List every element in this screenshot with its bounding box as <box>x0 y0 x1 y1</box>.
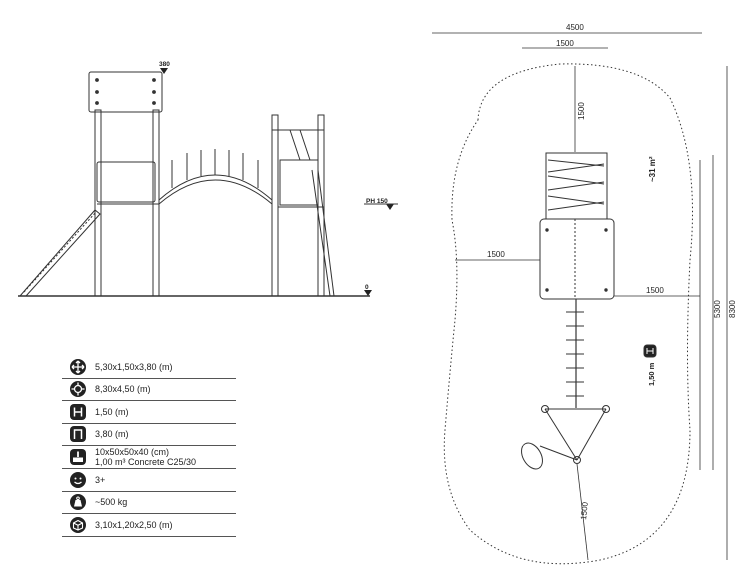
fall-height-label: 1,50 m <box>647 362 656 386</box>
ground-label: 0 <box>365 284 369 291</box>
spec-line1: 10x50x50x40 (cm) <box>95 447 170 457</box>
max-height-icon <box>70 426 86 443</box>
bridge-arch <box>158 174 273 201</box>
left-post <box>94 109 102 297</box>
spec-line1: 1,50 (m) <box>95 406 129 417</box>
bottom-clearance-line <box>576 463 589 561</box>
bottom-clearance-label: 1500 <box>579 501 590 520</box>
spec-line1: 8,30x4,50 (m) <box>95 384 151 395</box>
dimensions-icon <box>70 358 86 375</box>
spec-line1: 3,10x1,20x2,50 (m) <box>95 519 173 530</box>
spec-line1: 3,80 (m) <box>95 429 129 440</box>
left-clearance-label: 1500 <box>487 250 505 259</box>
spec-line1: 5,30x1,50x3,80 (m) <box>95 361 173 372</box>
platform-height-marker <box>386 204 394 210</box>
platform-block <box>539 218 615 300</box>
spec-row: 5,30x1,50x3,80 (m) <box>62 356 236 379</box>
spec-table: 5,30x1,50x3,80 (m) 8,30x4,50 (m) 1,50 (m… <box>62 356 236 537</box>
spec-row: ~500 kg <box>62 492 236 514</box>
slide <box>19 209 101 297</box>
climbing-rope <box>311 169 331 297</box>
spec-line2: 1,00 m³ Concrete C25/30 <box>95 457 197 467</box>
total-width-label: 4500 <box>566 23 584 32</box>
post-left <box>541 405 549 413</box>
weight-icon <box>70 494 86 511</box>
left-post-2 <box>152 109 160 297</box>
spec-row: 8,30x4,50 (m) <box>62 379 236 401</box>
spec-line1: 3+ <box>95 474 106 485</box>
right-clearance-label: 1500 <box>646 286 664 295</box>
right-post <box>271 114 279 297</box>
plan-view <box>432 32 728 565</box>
spec-row: 3,10x1,20x2,50 (m) <box>62 514 236 537</box>
packaging-icon <box>70 516 86 533</box>
foundation-icon <box>70 449 86 465</box>
drum-element <box>521 442 543 470</box>
right-post-2 <box>317 114 325 297</box>
spec-row: 10x50x50x40 (cm) 1,00 m³ Concrete C25/30 <box>62 446 236 469</box>
top-offset-label: 1500 <box>556 39 574 48</box>
platform-height-label: PH 150 <box>366 198 388 205</box>
area-label: ~31 m² <box>648 156 657 182</box>
fall-height-icon <box>70 403 86 420</box>
top-clearance-label: 1500 <box>577 102 586 120</box>
spec-line1: ~500 kg <box>95 497 128 508</box>
spec-row: 3+ <box>62 469 236 492</box>
top-height-label: 380 <box>159 61 170 68</box>
middle-panel <box>96 161 156 203</box>
safety-area-outline <box>443 63 693 565</box>
post-bottom <box>573 456 581 464</box>
top-height-marker <box>160 68 168 74</box>
spec-row: 1,50 (m) <box>62 401 236 424</box>
age-icon <box>70 471 86 488</box>
inner-length-label: 5300 <box>713 300 722 318</box>
spec-row: 3,80 (m) <box>62 424 236 446</box>
total-length-label: 8300 <box>728 300 737 318</box>
post-right <box>602 405 610 413</box>
ground-marker <box>364 290 372 296</box>
safety-area-icon <box>70 381 86 398</box>
front-view <box>18 68 398 297</box>
top-board <box>88 71 163 113</box>
right-panel <box>279 159 319 206</box>
